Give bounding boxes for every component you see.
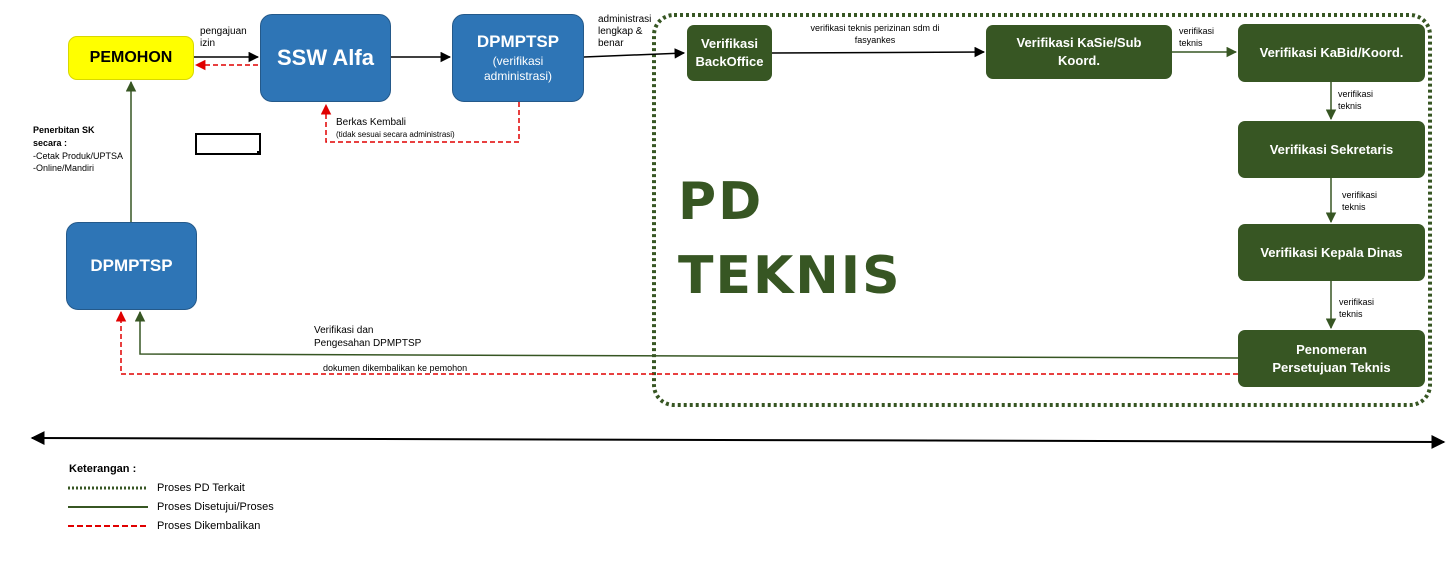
- arrow-dpmptsp-to-backoffice: [583, 48, 686, 59]
- dpmptsp-verifikasi-sub: (verifikasi administrasi): [483, 54, 552, 83]
- label-administrasi-lengkap-text: administrasi lengkap & benar: [598, 14, 652, 49]
- label-berkas-kembali-note: (tidak sesuai secara administrasi): [336, 130, 455, 139]
- legend-item-dashed: Proses Dikembalikan: [157, 520, 261, 532]
- label-verifikasi-pengesahan-1: Verifikasi dan: [314, 325, 374, 336]
- label-administrasi-lengkap: administrasi lengkap & benar: [598, 14, 656, 50]
- legend-item-dotted: Proses PD Terkait: [157, 482, 245, 494]
- label-verifikasi-pengesahan-2: Pengesahan DPMPTSP: [314, 338, 422, 349]
- dpmptsp-bottom-label: DPMPTSP: [90, 256, 173, 275]
- label-verifikasi-teknis-4: verifikasi teknis: [1339, 296, 1387, 320]
- pemohon-node: PEMOHON: [68, 36, 194, 80]
- verifikasi-kabid-node: Verifikasi KaBid/Koord.: [1238, 24, 1425, 82]
- label-verifikasi-teknis-sdm-text: verifikasi teknis perizinan sdm di fasya…: [810, 23, 940, 45]
- verifikasi-kepala-dinas-node: Verifikasi Kepala Dinas: [1238, 224, 1425, 281]
- label-pengajuan-izin-text: pengajuan izin: [200, 26, 247, 49]
- arrow-dokumen-dikembalikan: [115, 310, 1238, 375]
- verifikasi-kasie-node: Verifikasi KaSie/Sub Koord.: [986, 25, 1172, 79]
- label-pengajuan-izin: pengajuan izin: [200, 26, 254, 50]
- label-verifikasi-teknis-3-text: verifikasi teknis: [1342, 190, 1378, 212]
- verifikasi-kabid-label: Verifikasi KaBid/Koord.: [1259, 45, 1404, 60]
- label-penerbitan-3: -Cetak Produk/UPTSA: [33, 151, 124, 161]
- label-verifikasi-teknis-1: verifikasi teknis: [1179, 25, 1227, 49]
- dpmptsp-verifikasi-node: DPMPTSP (verifikasi administrasi): [452, 14, 584, 102]
- label-verifikasi-teknis-4-text: verifikasi teknis: [1339, 297, 1375, 319]
- pd-teknis-title-line2: TEKNIS: [678, 246, 902, 306]
- dpmptsp-verifikasi-title: DPMPTSP: [476, 32, 560, 51]
- verifikasi-sekretaris-label: Verifikasi Sekretaris: [1269, 141, 1394, 157]
- pd-teknis-title-line1: PD: [678, 172, 764, 232]
- legend-item-solid: Proses Disetujui/Proses: [157, 501, 274, 513]
- label-verifikasi-teknis-2-text: verifikasi teknis: [1338, 89, 1374, 111]
- empty-rectangle-handle: [257, 151, 261, 155]
- label-dokumen-dikembalikan: dokumen dikembalikan ke pemohon: [323, 363, 468, 373]
- ssw-alfa-node: SSW Alfa: [260, 14, 391, 102]
- pd-teknis-region: [652, 13, 1432, 407]
- arrow-backoffice-to-kasie: [771, 46, 986, 58]
- arrow-penomeran-to-dpmptsp: [134, 310, 1239, 359]
- penomeran-persetujuan-node: Penomeran Persetujuan Teknis: [1238, 330, 1425, 387]
- verifikasi-backoffice-node: Verifikasi BackOffice: [687, 25, 772, 81]
- dpmptsp-bottom-node: DPMPTSP: [66, 222, 197, 310]
- verifikasi-sekretaris-node: Verifikasi Sekretaris: [1238, 121, 1425, 178]
- verifikasi-kepala-dinas-label: Verifikasi Kepala Dinas: [1260, 244, 1403, 260]
- verifikasi-kasie-label: Verifikasi KaSie/Sub Koord.: [1016, 35, 1142, 68]
- arrow-berkas-kembali: [320, 102, 520, 143]
- verifikasi-backoffice-label: Verifikasi BackOffice: [695, 36, 764, 69]
- ssw-alfa-label: SSW Alfa: [277, 45, 374, 70]
- label-verifikasi-teknis-2: verifikasi teknis: [1338, 88, 1386, 112]
- label-penerbitan-2: secara :: [33, 138, 68, 148]
- label-penerbitan-4: -Online/Mandiri: [33, 163, 95, 173]
- label-verifikasi-teknis-1-text: verifikasi teknis: [1179, 26, 1215, 48]
- empty-rectangle: [195, 133, 261, 155]
- timeline-arrow: [30, 431, 1446, 449]
- label-verifikasi-teknis-sdm: verifikasi teknis perizinan sdm di fasya…: [800, 22, 950, 46]
- penomeran-persetujuan-label: Penomeran Persetujuan Teknis: [1272, 341, 1391, 375]
- pemohon-label: PEMOHON: [89, 49, 173, 66]
- label-berkas-kembali: Berkas Kembali: [336, 117, 407, 128]
- legend-title: Keterangan :: [69, 463, 137, 475]
- label-verifikasi-teknis-3: verifikasi teknis: [1342, 189, 1390, 213]
- label-penerbitan-1: Penerbitan SK: [33, 125, 95, 135]
